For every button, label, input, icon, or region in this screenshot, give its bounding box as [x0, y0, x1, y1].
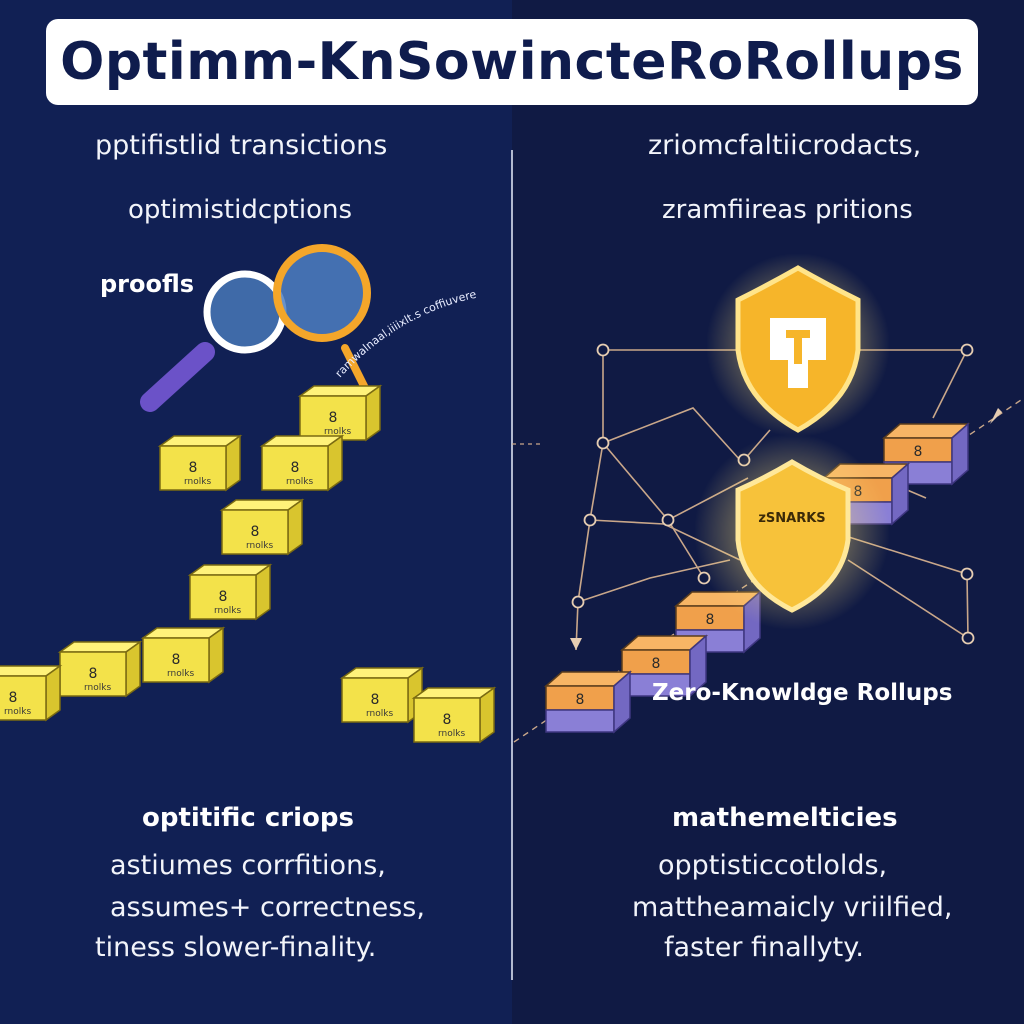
zk-block: 8 — [883, 423, 969, 485]
zk-rollups-label: Zero-Knowldge Rollups — [652, 680, 953, 706]
left-heading-1: pptifistlid transictions — [95, 130, 388, 161]
svg-text:rnolks: rnolks — [167, 669, 194, 679]
right-heading-1: zriomcfaltiicrodacts, — [648, 130, 922, 161]
svg-text:rnolks: rnolks — [214, 606, 241, 616]
right-footer-line-3: faster finallyty. — [664, 932, 864, 963]
left-footer-line-1: astiumes corrfitions, — [110, 850, 386, 881]
right-footer-line-2: mattheamaicly vriilfied, — [632, 892, 953, 923]
svg-text:rnolks: rnolks — [324, 427, 351, 437]
svg-text:8: 8 — [172, 652, 181, 668]
svg-text:rnolks: rnolks — [246, 541, 273, 551]
left-footer-title: optitific criops — [142, 803, 354, 833]
network-nodes — [571, 343, 975, 645]
left-footer-line-3: tiness slower-finality. — [95, 932, 377, 963]
svg-text:rnolks: rnolks — [438, 729, 465, 739]
zk-block: 8 — [545, 671, 631, 733]
left-heading-2: optimistidcptions — [128, 195, 352, 225]
left-footer-line-2: assumes+ correctness, — [110, 892, 425, 923]
svg-text:8: 8 — [652, 656, 661, 672]
zk-block: 8 — [675, 591, 761, 653]
svg-text:8: 8 — [576, 692, 585, 708]
right-footer-line-1: opptisticcotlolds, — [658, 850, 888, 881]
page-title: Optimm-KnSowincteRoRollups — [60, 32, 964, 92]
svg-text:8: 8 — [706, 612, 715, 628]
shield-label: zSNARKS — [758, 511, 825, 526]
svg-text:8: 8 — [251, 524, 260, 540]
svg-text:8: 8 — [291, 460, 300, 476]
proofs-label: proofls — [100, 270, 195, 298]
svg-text:rnolks: rnolks — [366, 709, 393, 719]
right-footer-title: mathemelticies — [672, 803, 898, 833]
svg-text:8: 8 — [189, 460, 198, 476]
svg-text:8: 8 — [219, 589, 228, 605]
center-divider — [511, 150, 513, 980]
svg-text:8: 8 — [329, 410, 338, 426]
zk-block: 8 — [621, 635, 707, 697]
svg-text:8: 8 — [914, 444, 923, 460]
svg-text:rnolks: rnolks — [184, 477, 211, 487]
svg-text:rnolks: rnolks — [4, 707, 31, 717]
svg-text:rnolks: rnolks — [286, 477, 313, 487]
shield-icon — [706, 253, 890, 437]
zksnark-shield: zSNARKS — [694, 434, 890, 630]
svg-text:8: 8 — [443, 712, 452, 728]
svg-text:8: 8 — [89, 666, 98, 682]
right-heading-2: zramfiireas pritions — [662, 195, 913, 225]
svg-text:8: 8 — [371, 692, 380, 708]
title-banner: Optimm-KnSowincteRoRollups — [46, 19, 978, 105]
magnifying-glass-icon — [140, 244, 371, 412]
svg-text:rnolks: rnolks — [84, 683, 111, 693]
svg-text:8: 8 — [9, 690, 18, 706]
